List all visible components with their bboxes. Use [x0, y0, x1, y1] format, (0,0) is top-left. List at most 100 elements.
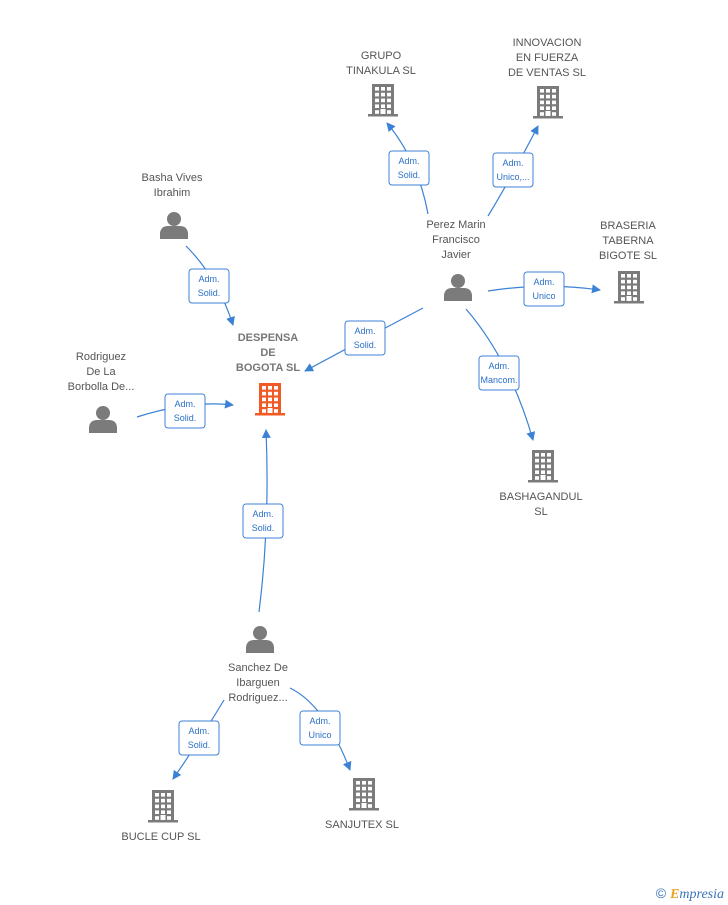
node-label-line: BOGOTA SL — [236, 362, 300, 374]
node-buclecup[interactable]: BUCLE CUP SL — [121, 790, 201, 843]
node-label-line: BUCLE CUP SL — [121, 831, 200, 843]
edges-layer: Adm. Solid. Adm. Solid. Adm. Solid. Adm. Solid.… — [136, 122, 601, 780]
node-label-line: Rodriguez... — [228, 692, 287, 704]
node-label-line: BIGOTE SL — [599, 250, 657, 262]
node-rodriguez[interactable]: Rodriguez De La Borbolla De... — [68, 351, 135, 433]
node-label-line: GRUPO — [361, 50, 402, 62]
edge-label-box — [388, 150, 430, 186]
node-label-line: BASHAGANDUL — [499, 491, 582, 503]
edge-label-line: Solid. — [354, 340, 377, 350]
node-grupo[interactable]: GRUPO TINAKULA SL — [346, 50, 416, 117]
edge-basha-despensa: Adm. Solid. — [185, 245, 235, 326]
node-sanjutex[interactable]: SANJUTEX SL — [325, 778, 399, 831]
edge-label-box — [344, 320, 386, 356]
edge-label-box — [523, 271, 565, 307]
node-label-line: INNOVACION — [513, 37, 582, 49]
building-icon — [533, 86, 563, 119]
node-label-line: Perez Marin — [426, 219, 485, 231]
edge-label-line: Adm. — [533, 277, 554, 287]
edge-label-line: Solid. — [188, 740, 211, 750]
edge-label-box — [164, 393, 206, 429]
brand-logo-letter: E — [670, 887, 680, 902]
node-label-line: DE — [260, 347, 275, 359]
node-label-line: Sanchez De — [228, 662, 288, 674]
node-despensa[interactable]: DESPENSA DE BOGOTA SL — [236, 332, 300, 416]
edge-label-line: Adm. — [354, 326, 375, 336]
edge-label[interactable]: Adm. Solid. — [344, 320, 386, 356]
edge-perez-grupo: Adm. Solid. — [386, 122, 430, 215]
edge-label[interactable]: Adm. Solid. — [188, 268, 230, 304]
nodes-layer: DESPENSA DE BOGOTA SL GRUPO TINAKULA SL INNOV… — [68, 37, 657, 843]
edge-label-line: Adm. — [174, 399, 195, 409]
person-icon — [246, 626, 274, 653]
edge-label-line: Adm. — [198, 274, 219, 284]
edge-label[interactable]: Adm. Solid. — [388, 150, 430, 186]
edge-perez-despensa: Adm. Solid. — [304, 307, 424, 372]
building-icon — [148, 790, 178, 823]
edge-label-line: Adm. — [398, 156, 419, 166]
person-icon — [444, 274, 472, 301]
edge-label-line: Solid. — [174, 413, 197, 423]
edge-rodriguez-despensa: Adm. Solid. — [136, 393, 234, 429]
edge-perez-innovacion: Adm. Unico,... — [487, 125, 539, 217]
node-label-line: De La — [86, 366, 116, 378]
node-sanchez[interactable]: Sanchez De IbarguenRodriguez... — [228, 626, 288, 704]
node-label-line: Rodriguez — [76, 351, 126, 363]
edge-label-box — [242, 503, 284, 539]
edge-label-box — [178, 720, 220, 756]
node-bashagandul[interactable]: BASHAGANDUL SL — [499, 450, 583, 518]
node-braseria[interactable]: BRASERIA TABERNA BIGOTE SL — [599, 220, 657, 304]
node-label-line: TINAKULA SL — [346, 65, 416, 77]
edge-perez-braseria: Adm. Unico — [487, 271, 601, 307]
node-label-line: SL — [534, 506, 547, 518]
edge-label-line: Solid. — [398, 170, 421, 180]
edge-sanchez-sanjutex: Adm. Unico — [289, 687, 352, 771]
building-icon — [614, 271, 644, 304]
edge-label[interactable]: Adm. Solid. — [242, 503, 284, 539]
edge-label-box — [188, 268, 230, 304]
person-icon — [160, 212, 188, 239]
building-icon — [368, 84, 398, 117]
edge-label-line: Adm. — [488, 361, 509, 371]
edge-label-line: Adm. — [252, 509, 273, 519]
edge-label-line: Mancom. — [480, 375, 517, 385]
edge-label[interactable]: Adm. Unico,... — [492, 152, 534, 188]
person-icon — [89, 406, 117, 433]
edge-label-box — [478, 355, 520, 391]
edge-label-line: Solid. — [198, 288, 221, 298]
edge-label-line: Adm. — [188, 726, 209, 736]
copyright-symbol: © — [655, 885, 667, 901]
brand-logo-text: mpresia — [679, 887, 724, 902]
edge-label[interactable]: Adm. Mancom. — [478, 355, 520, 391]
edge-label-line: Unico,... — [496, 172, 529, 182]
building-icon — [349, 778, 379, 811]
edge-label-box — [299, 710, 341, 746]
edge-label[interactable]: Adm. Solid. — [164, 393, 206, 429]
brand-footer[interactable]: ©Empresia — [656, 885, 724, 903]
edge-sanchez-despensa: Adm. Solid. — [242, 429, 284, 613]
edge-sanchez-buclecup: Adm. Solid. — [172, 699, 225, 780]
node-label-line: Ibrahim — [154, 187, 191, 199]
building-icon — [528, 450, 558, 483]
building-icon — [255, 383, 285, 416]
node-label-line: BRASERIA — [600, 220, 656, 232]
edge-perez-bashagandul: Adm. Mancom. — [465, 308, 536, 441]
edge-label[interactable]: Adm. Unico — [299, 710, 341, 746]
node-label-line: Ibarguen — [236, 677, 279, 689]
node-label-line: DESPENSA — [238, 332, 299, 344]
edge-label-line: Adm. — [309, 716, 330, 726]
edge-label-box — [492, 152, 534, 188]
node-label-line: TABERNA — [602, 235, 654, 247]
node-label-line: DE VENTAS SL — [508, 67, 586, 79]
edge-label-line: Unico — [532, 291, 555, 301]
edge-label-line: Solid. — [252, 523, 275, 533]
edge-label-line: Unico — [308, 730, 331, 740]
edge-label-line: Adm. — [502, 158, 523, 168]
edge-label[interactable]: Adm. Unico — [523, 271, 565, 307]
node-label-line: Borbolla De... — [68, 381, 135, 393]
edge-label[interactable]: Adm. Solid. — [178, 720, 220, 756]
